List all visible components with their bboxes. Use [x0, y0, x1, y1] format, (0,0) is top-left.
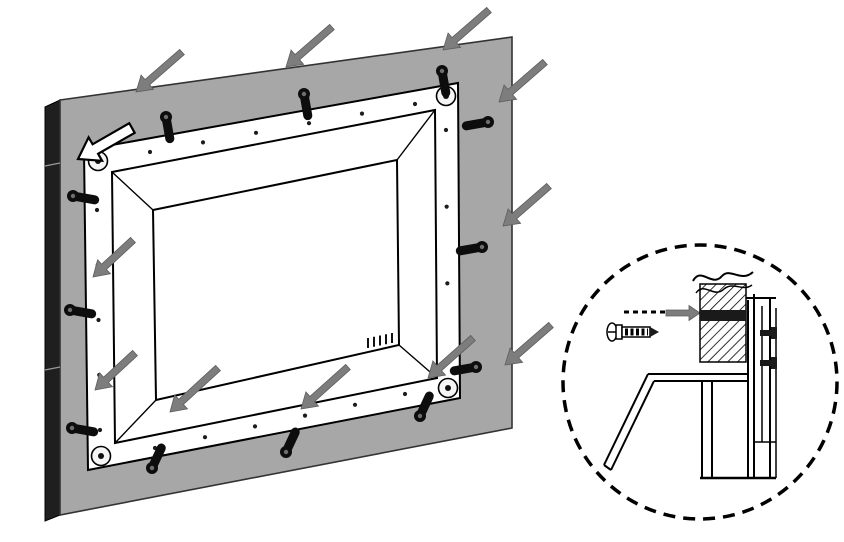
mount-hole	[302, 413, 308, 418]
mounting-screw	[160, 111, 175, 144]
monitor-back-face	[151, 158, 401, 402]
mount-hole	[412, 101, 418, 107]
mount-hole	[445, 281, 450, 286]
mounting-screw	[414, 391, 434, 422]
panel-detail-line	[44, 366, 61, 371]
corner-clip-screw	[90, 445, 112, 467]
mounting-screw	[67, 190, 100, 205]
mounting-screw	[461, 116, 494, 131]
mounting-screw	[449, 361, 482, 376]
mount-hole	[359, 111, 365, 116]
mounting-screw	[146, 443, 166, 474]
mounting-screw	[436, 65, 451, 98]
mount-hole	[94, 207, 100, 213]
press-direction-arrow	[135, 48, 185, 93]
press-direction-arrow	[92, 236, 136, 278]
mounting-screws	[64, 65, 494, 474]
press-direction-arrow	[442, 6, 492, 51]
corner-clip-screw	[437, 377, 459, 399]
mounting-screw	[64, 304, 97, 319]
mount-hole	[352, 402, 358, 407]
clamp-cross-section	[603, 271, 777, 480]
mounting-screw	[66, 422, 99, 437]
press-direction-arrow	[502, 182, 552, 227]
frustum-edge	[111, 171, 154, 211]
press-direction-arrow	[498, 58, 548, 103]
press-direction-arrow	[285, 23, 335, 68]
press-direction-arrow	[300, 363, 351, 410]
mount-hole	[444, 204, 449, 209]
alignment-white-arrow	[76, 121, 137, 163]
clamp-screw	[760, 360, 771, 366]
expansion-screw-collar	[615, 324, 623, 340]
press-direction-arrow	[504, 321, 554, 366]
clamp-bar	[700, 310, 746, 321]
mounting-screw	[455, 241, 488, 256]
panel-break-line	[692, 271, 754, 282]
mount-hole	[147, 149, 153, 155]
expansion-screw-tip	[650, 327, 659, 337]
mount-hole	[252, 424, 258, 429]
panel-detail-line	[44, 162, 61, 167]
frustum-edge	[114, 399, 157, 444]
frustum-edge	[396, 109, 436, 161]
bracket-leg	[603, 373, 649, 466]
mounting-screw	[280, 427, 300, 458]
bracket-leg	[603, 464, 612, 471]
mount-hole	[253, 130, 259, 135]
mount-hole	[443, 127, 449, 133]
press-direction-arrow	[427, 334, 476, 379]
panel-cross-section	[699, 283, 747, 363]
mount-hole	[97, 427, 103, 433]
panel-break-line	[695, 284, 753, 294]
panel-mount-main-view	[44, 6, 554, 522]
mount-hole	[200, 140, 206, 145]
mount-hole	[306, 121, 312, 126]
mounting-screw	[298, 88, 313, 121]
mount-hole	[96, 317, 101, 323]
bracket-leg	[610, 380, 655, 471]
clamp-screw-head	[771, 327, 777, 339]
mount-hole	[202, 435, 208, 440]
detail-callout-circle	[561, 243, 839, 521]
clamp-screw-head	[771, 357, 777, 369]
insert-direction-arrow	[665, 304, 701, 322]
clamp-screw	[760, 330, 771, 336]
mount-hole	[402, 391, 408, 397]
detail-callout	[561, 243, 839, 521]
press-direction-arrows	[92, 6, 554, 413]
vent-slots	[367, 333, 393, 348]
press-direction-arrow	[94, 349, 138, 391]
press-direction-arrow	[169, 364, 221, 413]
